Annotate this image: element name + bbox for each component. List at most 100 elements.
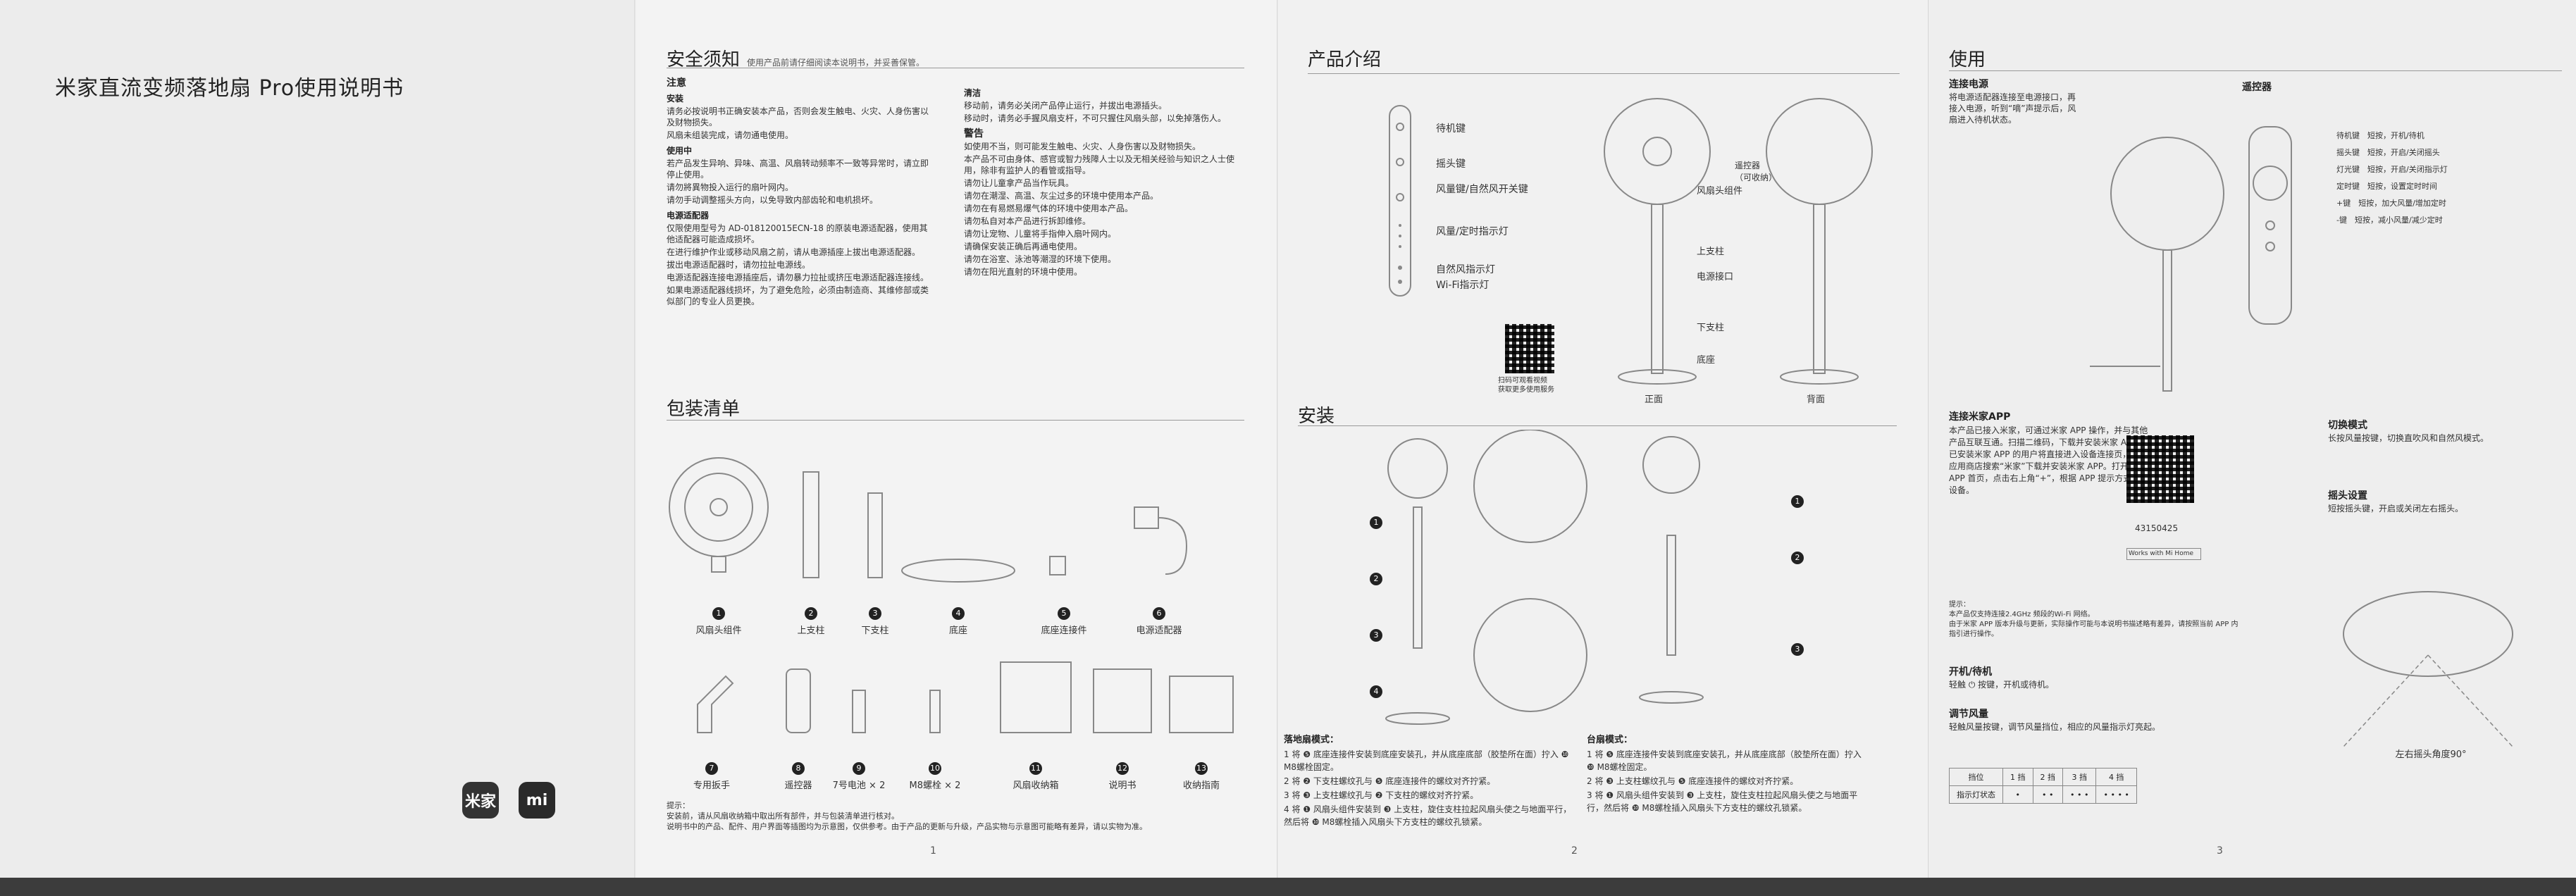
safety-left-column: 注意 安装 请务必按说明书正确安装本产品，否则会发生触电、火灾、人身伤害以及财物… <box>667 77 929 306</box>
fan-back-pole <box>1813 204 1826 374</box>
table-header: 2 挡 <box>2032 768 2063 786</box>
adapter-cable <box>1158 517 1188 575</box>
item-label: M8螺栓 × 2 <box>909 780 961 791</box>
usage-fan-head <box>2110 137 2224 251</box>
fan-hub <box>710 498 728 516</box>
remote-body <box>2248 126 2292 325</box>
usage-fan-pole <box>2162 249 2172 392</box>
item-number: 7 <box>705 762 718 775</box>
upper-pole-illustration <box>803 471 819 578</box>
label-remote: 遥控器（可收纳） <box>1735 161 1778 182</box>
wrench-illustration <box>697 675 734 733</box>
table-header: 4 挡 <box>2095 768 2137 786</box>
item-label: 遥控器 <box>784 780 812 791</box>
remote-heading: 遥控器 <box>2242 82 2272 93</box>
fan-top-view <box>2343 591 2513 677</box>
speed-table: 挡位 1 挡 2 挡 3 挡 4 挡 指示灯状态 • • • • • • • •… <box>1949 768 2137 804</box>
fan-front-base <box>1618 369 1697 385</box>
item-label: 收纳指南 <box>1182 780 1220 791</box>
fold-line <box>1277 0 1279 896</box>
bolt-illustration <box>929 690 941 733</box>
label-base: 底座 <box>1697 355 1716 366</box>
table-cell: • • <box>2032 785 2063 804</box>
mijia-logo: 米家 <box>462 782 499 819</box>
label-upper-pole: 上支柱 <box>1697 247 1725 257</box>
app-section: 连接米家APP 本产品已接入米家，可通过米家 APP 操作，并与其他产品互联互通… <box>1949 411 2149 495</box>
switch-mode-section: 切换模式 长按风量按键，切换直吹风和自然风模式。 <box>2328 420 2489 443</box>
fan-back-head <box>1766 98 1873 205</box>
item-label: 底座连接件 <box>1041 626 1087 636</box>
control-panel-illustration <box>1389 105 1411 297</box>
control-strip <box>1389 105 1411 297</box>
label-power-port: 电源接口 <box>1697 272 1734 282</box>
item-label: 电源适配器 <box>1136 626 1182 636</box>
step-number: 3 <box>1370 629 1382 642</box>
install-illustration <box>1385 430 1704 725</box>
indicator-dot <box>1399 235 1401 237</box>
fan-front-pole <box>1651 204 1664 374</box>
swing-angle-lines <box>2343 654 2513 747</box>
indicator-dot <box>1399 245 1401 248</box>
divider <box>1308 73 1900 74</box>
battery-illustration <box>852 690 866 733</box>
table-header: 1 挡 <box>2002 768 2033 786</box>
table-header: 3 挡 <box>2062 768 2097 786</box>
fold-line <box>634 0 636 896</box>
base-connector-illustration <box>1049 556 1066 575</box>
label-swing: 摇头键 <box>1436 158 1466 170</box>
item-label: 说明书 <box>1108 780 1137 791</box>
item-number: 9 <box>853 762 865 775</box>
label-front: 正面 <box>1645 394 1664 405</box>
step-number: 3 <box>1791 643 1804 656</box>
speed-button-icon <box>1396 193 1404 201</box>
packing-notes: 提示： 安装前，请从风扇收纳箱中取出所有部件，并与包装清单进行核对。 说明书中的… <box>667 801 1147 831</box>
product-qr-code[interactable] <box>1505 324 1554 373</box>
product-title: 产品介绍 <box>1308 49 1382 70</box>
divider <box>667 420 1244 421</box>
item-number: 10 <box>929 762 941 775</box>
connect-power-section: 连接电源 将电源适配器连接至电源接口，再接入电源，听到“嘀”声提示后，风扇进入待… <box>1949 79 2076 125</box>
product-panel: 产品介绍 待机键 摇头键 风量键/自然风开关键 风量/定时指示灯 自然风指示灯 … <box>1277 0 1928 896</box>
item-number: 1 <box>712 607 725 620</box>
label-lower-pole: 下支柱 <box>1697 323 1725 333</box>
item-label: 7号电池 × 2 <box>832 780 886 791</box>
item-number: 11 <box>1029 762 1042 775</box>
item-number: 2 <box>805 607 817 620</box>
item-number: 13 <box>1195 762 1208 775</box>
item-number: 8 <box>792 762 805 775</box>
label-wifi-led: Wi-Fi指示灯 <box>1436 280 1490 291</box>
item-label: 下支柱 <box>861 626 889 636</box>
cover-panel: 米家直流变频落地扇 Pro使用说明书 米家 mi <box>0 0 634 896</box>
table-fan-head <box>1642 436 1700 494</box>
fan-neck <box>711 556 726 573</box>
fan-back-base <box>1780 369 1859 385</box>
remote-dpad <box>2253 166 2288 201</box>
item-label: 底座 <box>948 626 967 636</box>
item-label: 风扇头组件 <box>695 626 742 636</box>
table-cell: • • • • <box>2095 785 2137 804</box>
manual-title: 米家直流变频落地扇 Pro使用说明书 <box>55 76 404 101</box>
item-number: 4 <box>952 607 965 620</box>
item-number: 6 <box>1153 607 1165 620</box>
page-number: 3 <box>2217 845 2223 857</box>
label-natural-led: 自然风指示灯 <box>1436 264 1495 275</box>
storage-box-illustration <box>1000 661 1072 733</box>
wifi-led <box>1398 280 1402 284</box>
step-number: 1 <box>1370 516 1382 529</box>
qr-code-number: 43150425 <box>2135 523 2179 533</box>
swing-button-icon <box>1396 158 1404 166</box>
swing-section: 摇头设置 短按摇头键，开启或关闭左右摇头。 <box>2328 490 2464 514</box>
remote-illustration <box>2248 126 2292 325</box>
label-speed-led: 风量/定时指示灯 <box>1436 226 1509 237</box>
packing-illustrations-row2 <box>697 661 1234 733</box>
label-standby: 待机键 <box>1436 123 1466 135</box>
swing-angle-caption: 左右摇头角度90° <box>2395 749 2467 760</box>
fan-front-head <box>1604 98 1711 205</box>
power-adapter-illustration <box>1134 506 1159 529</box>
table-mode-steps: 台扇模式： 1 将 ❺ 底座连接件安装到底座安装孔，并从底座底部（胶垫所在面）拧… <box>1587 735 1862 813</box>
step-number: 4 <box>1370 685 1382 698</box>
table-fan-base <box>1639 691 1704 704</box>
install-title: 安装 <box>1298 406 1335 427</box>
app-qr-code[interactable] <box>2126 435 2194 503</box>
natural-wind-led <box>1398 266 1402 270</box>
